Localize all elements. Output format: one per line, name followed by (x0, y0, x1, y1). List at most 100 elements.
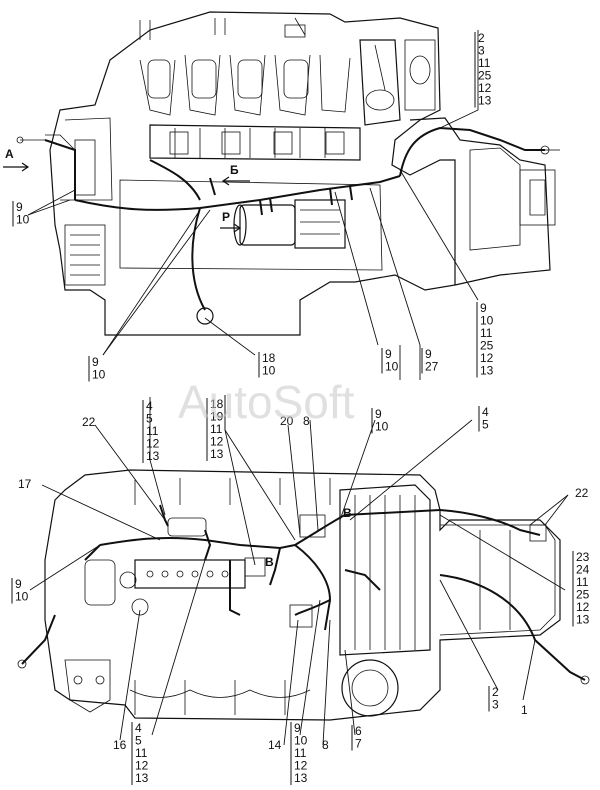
callout-1: 1 (521, 703, 528, 717)
callout-number: 13 (576, 613, 590, 627)
callout-14: 14 (268, 738, 282, 752)
callout-number: 24 (576, 563, 590, 577)
callout-number: 10 (480, 314, 494, 328)
callout-number: 9 (92, 355, 99, 369)
callout-9-10-left-bottom: 910 (11, 577, 29, 604)
view-letter-a: A (3, 147, 30, 172)
callout-number: 10 (385, 360, 399, 374)
callout-number: 10 (375, 420, 389, 434)
callout-22-left: 22 (82, 415, 96, 429)
callout-4-5-right: 45 (478, 405, 489, 432)
callout-number: 11 (146, 424, 159, 438)
callout-2-3: 23 (488, 685, 499, 712)
callout-number: 12 (135, 759, 149, 773)
callout-number: 9 (385, 347, 392, 361)
callout-number: 18 (262, 351, 276, 365)
callout-number: 4 (146, 399, 153, 413)
callout-number: 11 (478, 56, 491, 70)
callout-number: 3 (478, 44, 485, 58)
callout-number: 22 (82, 415, 96, 429)
callout-number: 8 (303, 414, 310, 428)
callout-number: 14 (268, 738, 282, 752)
callout-number: 12 (210, 435, 224, 449)
callout-number: 9 (15, 577, 22, 591)
callout-number: 25 (478, 69, 492, 83)
svg-text:A: A (5, 147, 14, 161)
callout-number: 4 (482, 405, 489, 419)
callout-number: 2 (492, 685, 499, 699)
callout-number: 9 (425, 347, 432, 361)
callout-number: 11 (294, 746, 307, 760)
callout-number: 10 (294, 734, 308, 748)
view-letter-v2: В (265, 555, 274, 569)
callout-number: 9 (294, 721, 301, 735)
callout-number: 1 (521, 703, 528, 717)
view-letter-v1: В (343, 506, 352, 520)
engine-bottom-view (17, 469, 590, 721)
callout-number: 13 (135, 771, 149, 785)
svg-text:В: В (343, 506, 352, 520)
callout-9-10-mid: 910 (88, 355, 106, 382)
callout-6-7: 67 (351, 724, 362, 751)
callout-number: 9 (480, 301, 487, 315)
callout-number: 13 (480, 364, 494, 378)
callout-number: 19 (210, 410, 224, 424)
callout-number: 9 (375, 407, 382, 421)
callout-number: 9 (16, 200, 23, 214)
callout-number: 10 (92, 368, 106, 382)
callout-number: 17 (18, 477, 32, 491)
callout-20: 20 (280, 414, 294, 428)
callout-number: 6 (355, 724, 362, 738)
svg-text:Б: Б (230, 163, 239, 177)
view-letter-b: Б (221, 163, 250, 186)
callout-9-27: 927 (421, 347, 439, 374)
callout-16: 16 (113, 738, 127, 752)
svg-text:В: В (265, 555, 274, 569)
callout-number: 25 (480, 339, 494, 353)
callout-number: 12 (478, 81, 492, 95)
callout-number: 11 (480, 326, 493, 340)
callout-number: 12 (146, 437, 160, 451)
callout-9-10-b: 910 (381, 347, 399, 374)
callout-17: 17 (18, 477, 32, 491)
callout-number: 25 (576, 588, 590, 602)
callout-8-bottom: 8 (322, 738, 329, 752)
callout-number: 10 (262, 364, 276, 378)
callout-number: 11 (576, 575, 589, 589)
callout-number: 11 (210, 422, 223, 436)
callout-number: 10 (16, 213, 30, 227)
callout-number: 2 (478, 31, 485, 45)
callout-22-right: 22 (575, 486, 589, 500)
callout-number: 13 (146, 449, 160, 463)
callout-9-10-left: 910 (12, 200, 30, 227)
callout-number: 5 (146, 412, 153, 426)
callout-number: 13 (210, 447, 224, 461)
callout-number: 12 (480, 351, 494, 365)
callout-number: 5 (482, 418, 489, 432)
leader-lines (27, 30, 569, 746)
callout-number: 10 (15, 590, 29, 604)
callout-number: 16 (113, 738, 127, 752)
callout-number: 13 (294, 771, 308, 785)
callout-number: 22 (575, 486, 589, 500)
callout-number: 20 (280, 414, 294, 428)
callout-number: 13 (478, 94, 492, 108)
callout-number: 12 (576, 600, 590, 614)
callout-number: 5 (135, 734, 142, 748)
callout-number: 8 (322, 738, 329, 752)
callout-number: 18 (210, 397, 224, 411)
callout-8-top: 8 (303, 414, 310, 428)
callout-number: 4 (135, 721, 142, 735)
callout-number: 27 (425, 360, 439, 374)
watermark: AutoSoft (178, 376, 355, 428)
callout-number: 3 (492, 698, 499, 712)
